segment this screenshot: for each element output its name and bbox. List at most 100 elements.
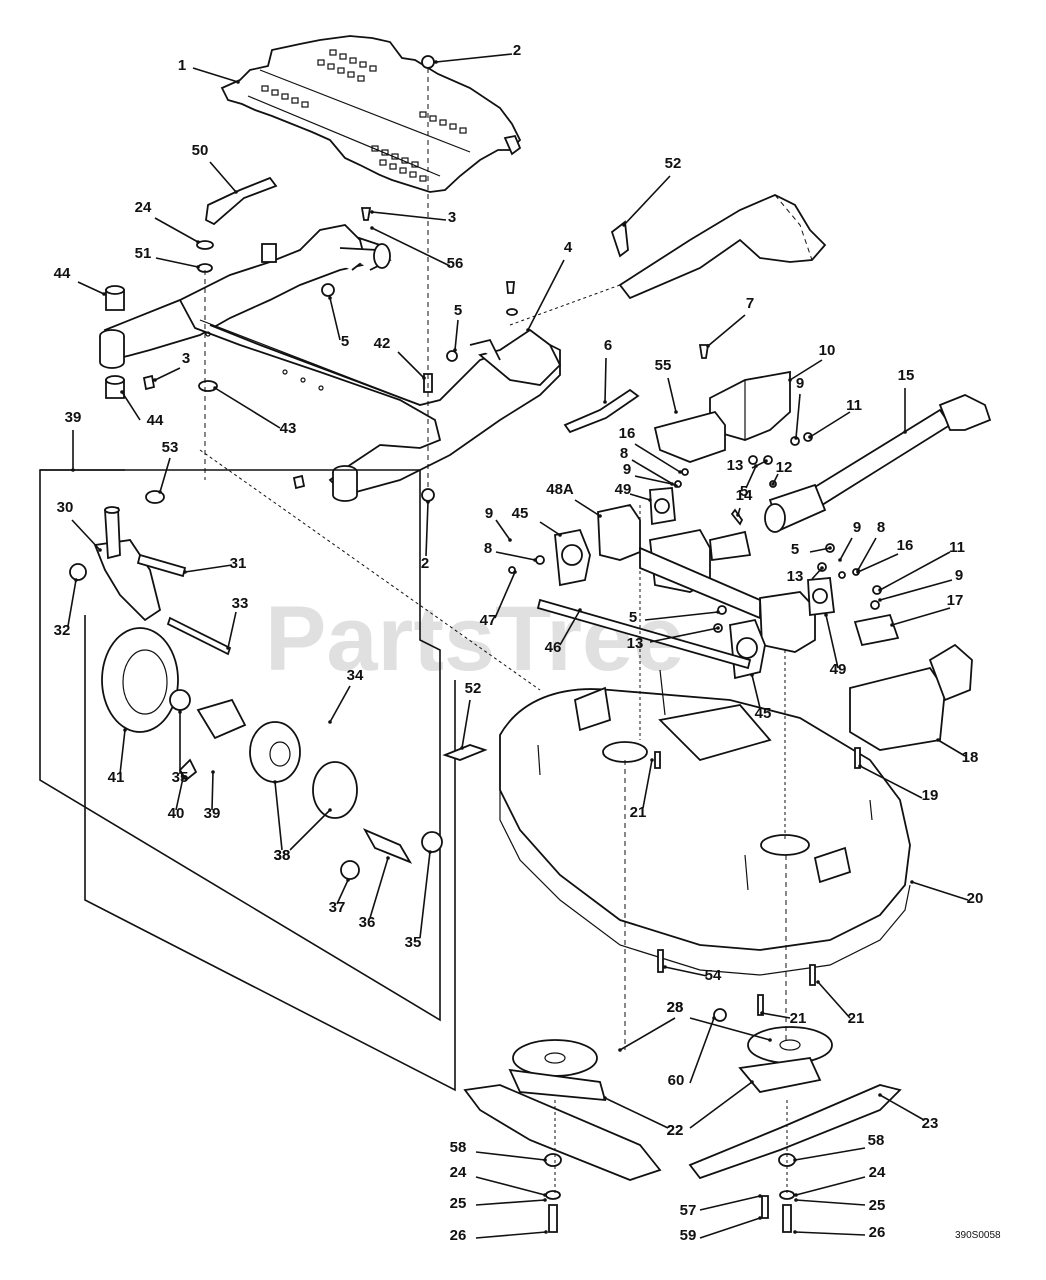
part-callout-label: 39 <box>204 805 221 822</box>
part-callout-label: 13 <box>787 568 804 585</box>
part-callout-label: 25 <box>450 1195 467 1212</box>
part-callout-label: 45 <box>755 705 772 722</box>
leader-arrowhead <box>618 1048 622 1052</box>
leader-line <box>425 501 429 557</box>
part-callout-label: 59 <box>680 1227 697 1244</box>
leader-line <box>794 1147 866 1161</box>
leader-line <box>644 611 719 621</box>
leader-arrowhead <box>758 1216 762 1220</box>
leader-line <box>809 547 831 553</box>
leader-arrowhead <box>764 459 768 463</box>
leader-arrowhead <box>856 570 860 574</box>
part-callout-label: 44 <box>54 265 71 282</box>
leader-arrowhead <box>426 500 430 504</box>
leader-arrowhead <box>828 546 832 550</box>
leader-arrowhead <box>328 296 332 300</box>
part-callout-label: 24 <box>869 1164 886 1181</box>
leader-line <box>699 1217 761 1239</box>
part-callout-label: 43 <box>280 420 297 437</box>
drawing-code: 390S0058 <box>955 1230 1001 1241</box>
leader-arrowhead <box>603 1096 607 1100</box>
part-callout-label: 10 <box>819 342 836 359</box>
leader-arrowhead <box>603 400 607 404</box>
part-callout-label: 5 <box>629 609 637 626</box>
leader-line <box>751 460 767 469</box>
part-callout-label: 18 <box>962 749 979 766</box>
leader-line <box>494 571 516 619</box>
leader-arrowhead <box>578 608 582 612</box>
part-callout-label: 5 <box>740 483 748 500</box>
leader-line <box>289 809 331 851</box>
leader-arrowhead <box>678 470 682 474</box>
part-callout-label: 58 <box>868 1132 885 1149</box>
leader-arrowhead <box>736 513 740 517</box>
leader-arrowhead <box>98 548 102 552</box>
leader-arrowhead <box>273 780 277 784</box>
leader-arrowhead <box>422 376 426 380</box>
part-callout-label: 5 <box>454 302 462 319</box>
leader-line <box>121 391 141 421</box>
part-callout-label: 16 <box>619 425 636 442</box>
leader-line <box>527 259 565 331</box>
part-callout-label: 51 <box>135 245 152 262</box>
leader-arrowhead <box>181 776 185 780</box>
part-callout-label: 32 <box>54 622 71 639</box>
leader-line <box>629 493 651 501</box>
part-callout-label: 28 <box>667 999 684 1016</box>
part-callout-label: 19 <box>922 787 939 804</box>
leader-line <box>619 1017 676 1051</box>
part-callout-label: 5 <box>791 541 799 558</box>
part-callout-label: 42 <box>374 335 391 352</box>
leader-arrowhead <box>598 514 602 518</box>
leader-line <box>891 607 951 626</box>
leader-line <box>839 537 853 561</box>
part-callout-label: 36 <box>359 914 376 931</box>
rod-part <box>563 388 640 434</box>
leader-line <box>475 1231 547 1239</box>
leader-arrowhead <box>858 764 862 768</box>
part-callout-label: 21 <box>848 1010 865 1027</box>
leader-arrowhead <box>794 1193 798 1197</box>
part-callout-label: 57 <box>680 1202 697 1219</box>
part-callout-label: 2 <box>421 555 429 572</box>
leader-arrowhead <box>370 226 374 230</box>
part-callout-label: 31 <box>230 555 247 572</box>
part-callout-label: 8 <box>484 540 492 557</box>
leader-line <box>879 1094 925 1121</box>
part-callout-label: 2 <box>513 42 521 59</box>
mower-deck-part <box>499 669 911 976</box>
leader-line <box>859 765 923 799</box>
leader-arrowhead <box>674 484 678 488</box>
leader-arrowhead <box>750 1080 754 1084</box>
part-callout-label: 14 <box>736 487 753 504</box>
leader-line <box>369 857 389 919</box>
part-callout-label: 26 <box>450 1227 467 1244</box>
watermark: PartsTree <box>265 588 684 690</box>
leader-line <box>879 579 953 601</box>
part-callout-label: 47 <box>480 612 497 629</box>
part-callout-label: 41 <box>108 769 125 786</box>
cover-plate-part <box>220 35 522 193</box>
bracket-part <box>653 410 726 463</box>
leader-arrowhead <box>754 464 758 468</box>
leader-line <box>475 1176 546 1196</box>
leader-line <box>772 473 779 485</box>
leader-arrowhead <box>328 808 332 812</box>
part-callout-label: 45 <box>512 505 529 522</box>
part-callout-label: 46 <box>545 639 562 656</box>
part-callout-label: 37 <box>329 899 346 916</box>
part-callout-label: 20 <box>967 890 984 907</box>
leader-line <box>817 981 851 1019</box>
part-callout-label: 60 <box>668 1072 685 1089</box>
part-callout-label: 58 <box>450 1139 467 1156</box>
leader-lines <box>67 53 969 1239</box>
leader-line <box>274 781 283 851</box>
part-callout-label: 11 <box>846 397 862 414</box>
leader-arrowhead <box>513 570 517 574</box>
leader-line <box>634 475 673 485</box>
leader-arrowhead <box>236 80 240 84</box>
part-callout-label: 40 <box>168 805 185 822</box>
leader-line <box>419 851 431 939</box>
alignment-lines <box>199 68 788 1195</box>
